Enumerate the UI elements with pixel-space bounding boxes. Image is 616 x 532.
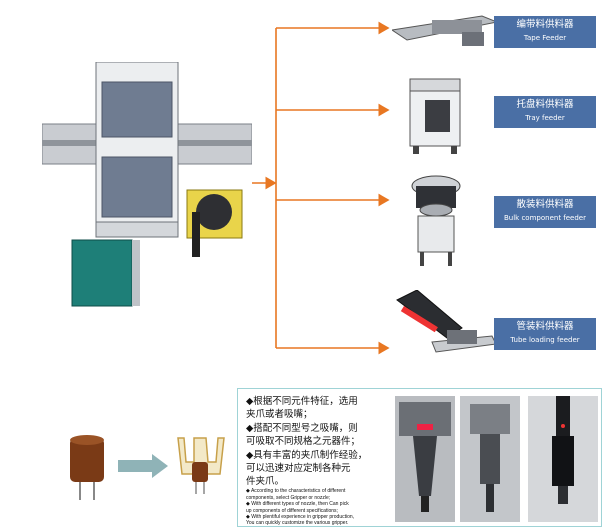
nozzle-photo-3 <box>528 396 598 522</box>
feeder-label-tube: 管装料供料器 Tube loading feeder <box>494 318 596 350</box>
tape-feeder-image <box>392 15 497 46</box>
bullet-zh-3a: ◆具有丰富的夹爪制作经验， <box>246 450 368 461</box>
bullet-zh-1a: ◆根据不同元件特征，选用 <box>246 396 358 407</box>
bullet-en-2a: ◆ With different types of nozzle, then C… <box>246 501 349 507</box>
bulk-feeder-image <box>411 175 461 266</box>
bullet-en-3a: ◆ With plentiful experience in gripper p… <box>246 514 355 520</box>
gripper-photo-1 <box>395 396 455 522</box>
bullet-zh-1b: 夹爪或者吸嘴； <box>246 409 313 420</box>
bullet-zh-3b: 可以迅速对应定制各种元 <box>246 463 351 474</box>
feeder-label-bulk: 散装料供料器 Bulk component feeder <box>494 196 596 228</box>
bullet-zh-2b: 可吸取不同规格之元器件； <box>246 436 361 447</box>
component-gripper-illustration <box>70 435 225 500</box>
bullet-en-1b: components, select Gripper or nozzle; <box>246 494 331 501</box>
tray-feeder-image <box>409 78 461 154</box>
tube-feeder-image <box>396 290 496 353</box>
gripper-photo-2 <box>460 396 520 522</box>
bullet-en-3b: You can quickly customize the various gr… <box>246 520 349 526</box>
gripper-info-panel: ◆根据不同元件特征，选用 夹爪或者吸嘴； ◆搭配不同型号之吸嘴，则 可吸取不同规… <box>237 388 602 527</box>
bullet-en-2b: up components of different specification… <box>246 507 338 514</box>
placement-machine-image <box>42 62 252 310</box>
feeder-label-tray: 托盘料供料器 Tray feeder <box>494 96 596 128</box>
bullet-en-1a: ◆ According to the characteristics of di… <box>246 488 346 494</box>
bullet-zh-3c: 件夹爪。 <box>246 476 285 487</box>
feeder-label-tape: 编带料供料器 Tape Feeder <box>494 16 596 48</box>
bullet-zh-2a: ◆搭配不同型号之吸嘴，则 <box>246 423 358 434</box>
